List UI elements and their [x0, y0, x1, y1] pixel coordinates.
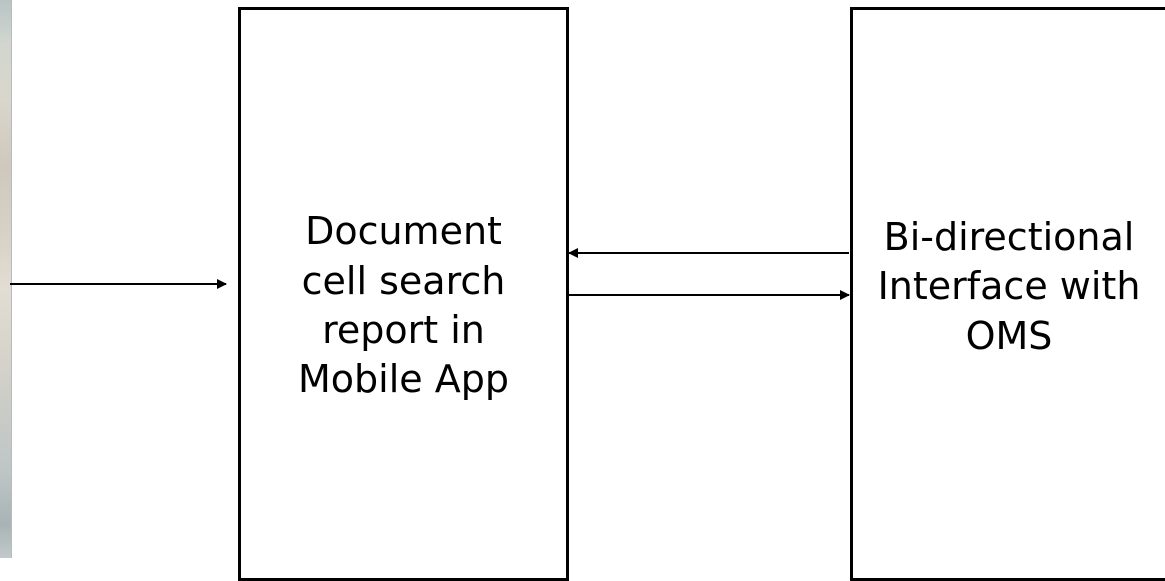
mobile-app-box-label: Document cell search report in Mobile Ap… [298, 209, 509, 402]
cropped-photo-edge [0, 0, 12, 558]
mobile-app-box: Document cell search report in Mobile Ap… [238, 7, 569, 581]
oms-interface-box: Bi-directional Interface with OMS [850, 7, 1165, 581]
oms-interface-box-label: Bi-directional Interface with OMS [877, 214, 1141, 358]
